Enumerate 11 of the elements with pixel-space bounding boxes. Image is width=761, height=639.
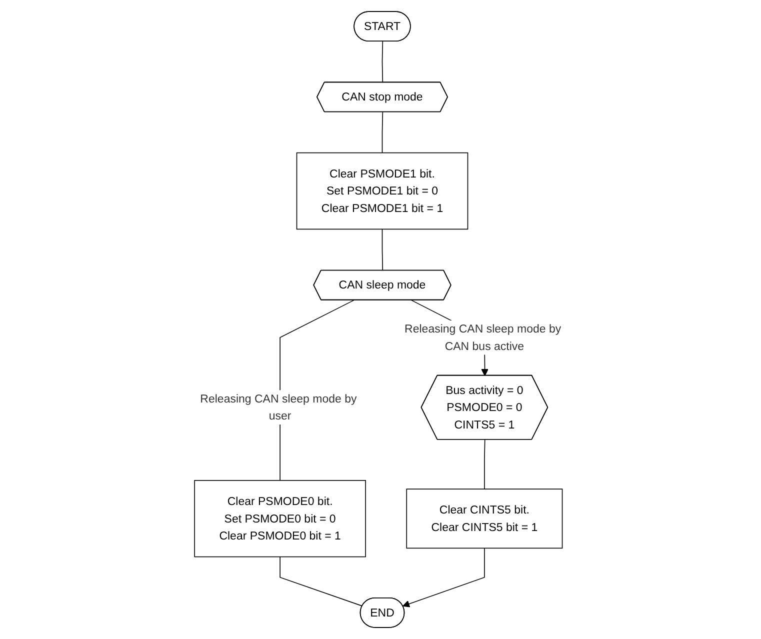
edge-label: Releasing CAN sleep mode by CAN bus active bbox=[404, 322, 562, 352]
edge-label: Releasing CAN sleep mode by user bbox=[200, 392, 357, 422]
arrow bbox=[402, 548, 485, 608]
connector bbox=[382, 228, 384, 272]
connector bbox=[382, 112, 384, 154]
connector bbox=[382, 41, 384, 83]
node-box: Clear CINTS5 bit. Clear CINTS5 bit = 1 bbox=[406, 488, 563, 549]
node-box: Clear PSMODE0 bit. Set PSMODE0 bit = 0 Clear PSMODE0 bit = 1 bbox=[194, 480, 366, 558]
node-box: Clear PSMODE1 bit. Set PSMODE1 bit = 0 Clear PSMODE1 bit = 1 bbox=[296, 152, 468, 230]
connector bbox=[280, 556, 363, 606]
connector bbox=[484, 439, 486, 490]
